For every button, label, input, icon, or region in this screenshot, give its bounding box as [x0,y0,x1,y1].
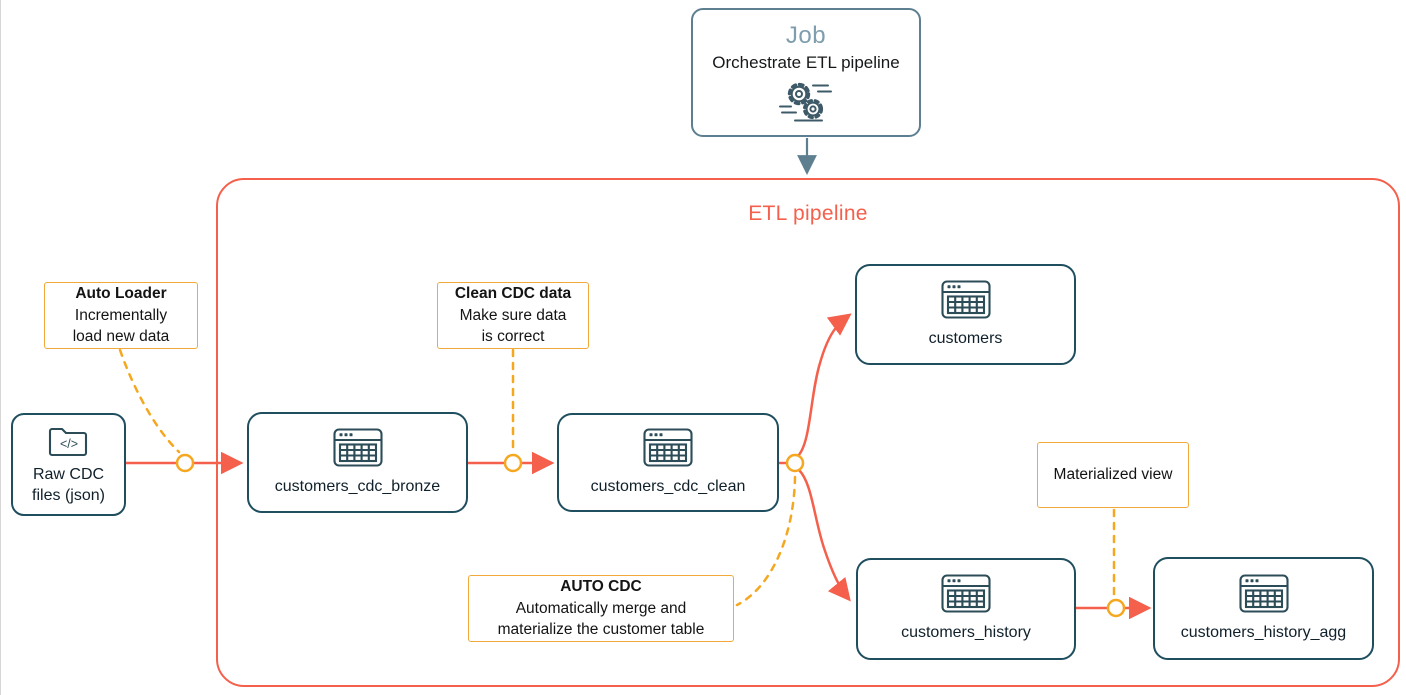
table-icon [332,428,383,468]
node-label: Raw CDC files (json) [32,466,105,504]
annotation-clean-cdc-data: Clean CDC data Make sure data is correct [437,282,589,349]
node-label: customers [928,329,1003,347]
gears-icon [778,80,834,124]
node-raw-cdc-files: </> Raw CDC files (json) [11,413,126,516]
junction-circle-auto-loader [175,453,195,473]
node-customers-history-agg: customers_history_agg [1153,557,1374,660]
job-subtitle: Orchestrate ETL pipeline [712,52,900,72]
table-icon [941,574,991,614]
dash-auto-loader [118,348,181,454]
node-label: customers_history_agg [1180,623,1347,641]
node-label: customers_history [901,624,1031,642]
table-icon [643,428,693,468]
annotation-body: Automatically merge and materialize the … [497,599,705,639]
annotation-title: AUTO CDC [560,578,642,596]
node-customers: customers [855,264,1076,365]
annotation-title: Auto Loader [75,285,167,303]
job-node: Job Orchestrate ETL pipeline [691,8,921,137]
annotation-auto-cdc: AUTO CDC Automatically merge and materia… [468,575,734,642]
table-icon [940,280,991,320]
annotation-auto-loader: Auto Loader Incrementally load new data [44,282,198,349]
annotation-body: Incrementally load new data [72,306,170,346]
annotation-body: Make sure data is correct [459,306,567,346]
etl-pipeline-container: ETL pipeline [216,178,1400,687]
node-label: customers_cdc_clean [590,477,746,495]
svg-text:</>: </> [59,437,77,451]
job-title: Job [785,21,827,49]
node-customers-history: customers_history [856,558,1076,660]
etl-pipeline-title: ETL pipeline [748,202,868,225]
table-icon [1238,574,1289,614]
node-customers-cdc-bronze: customers_cdc_bronze [247,412,468,513]
node-customers-cdc-clean: customers_cdc_clean [557,413,779,512]
annotation-materialized-view: Materialized view [1037,442,1189,508]
annotation-title: Clean CDC data [454,285,572,303]
node-label: customers_cdc_bronze [274,477,441,495]
annotation-title: Materialized view [1053,466,1173,484]
folder-code-icon: </> [46,422,92,460]
